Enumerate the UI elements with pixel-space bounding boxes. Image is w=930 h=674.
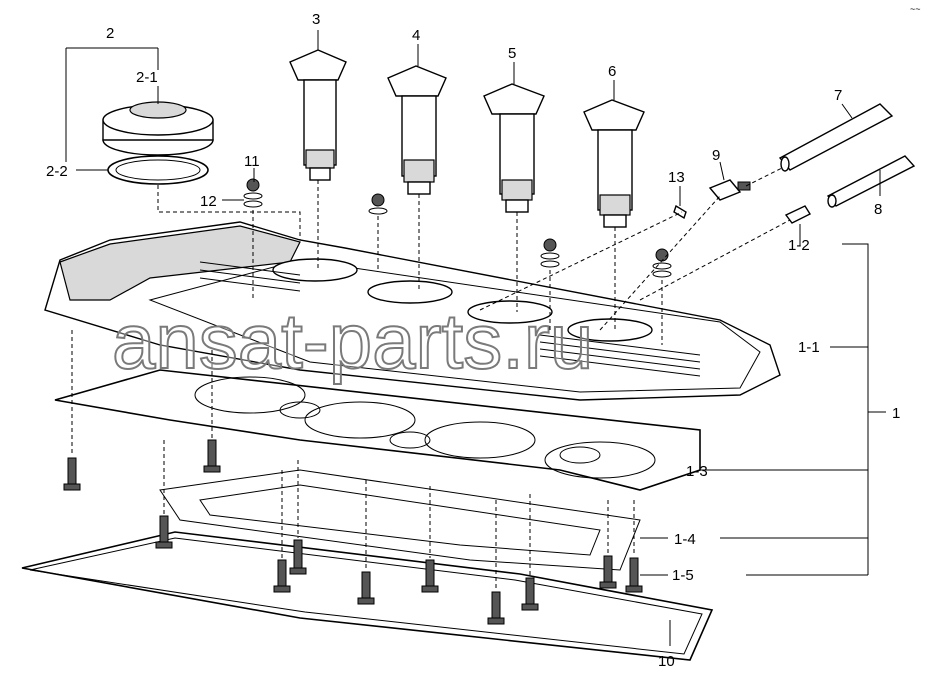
callout-8: 8 — [874, 201, 882, 218]
callout-4: 4 — [412, 27, 420, 44]
callout-1-2: 1-2 — [788, 237, 810, 254]
callout-3: 3 — [312, 11, 320, 28]
filler-cap-seal — [107, 155, 209, 185]
corner-mark: ~~ — [910, 4, 921, 14]
cover-gasket-outline — [21, 531, 714, 661]
callout-11: 11 — [244, 153, 260, 170]
callout-2-1: 2-1 — [136, 69, 158, 86]
callout-6: 6 — [608, 63, 616, 80]
callout-1-5: 1-5 — [672, 567, 694, 584]
hose-clip — [673, 204, 687, 220]
ignition-coil-5 — [483, 83, 545, 213]
assembly-lines — [71, 167, 791, 590]
callout-12: 12 — [200, 193, 217, 210]
leader-lines — [65, 30, 886, 646]
breather-hose-7 — [778, 103, 894, 172]
callout-2: 2 — [106, 25, 114, 42]
cover-bolts-top — [243, 178, 672, 278]
oil-filler-cap — [102, 101, 214, 156]
callout-5: 5 — [508, 45, 516, 62]
head-gasket-plate — [54, 369, 701, 491]
callout-13: 13 — [668, 169, 685, 186]
valve-cover — [44, 221, 781, 401]
callout-2-2: 2-2 — [46, 163, 68, 180]
pcv-valve — [708, 179, 751, 201]
callout-1-4: 1-4 — [674, 531, 696, 548]
callout-7: 7 — [834, 87, 842, 104]
callout-1-3: 1-3 — [686, 463, 708, 480]
callout-9: 9 — [712, 147, 720, 164]
callout-1: 1 — [892, 405, 900, 422]
callout-10: 10 — [658, 653, 675, 670]
baffle-plate — [159, 469, 641, 571]
ignition-coil-4 — [387, 65, 447, 195]
ignition-coil-3 — [289, 49, 347, 181]
ignition-coil-6 — [583, 99, 645, 228]
watermark: ansat-parts.ru — [112, 297, 593, 385]
callout-labels: 2 2-1 2-2 3 4 5 6 7 8 9 10 11 12 13 1-2 … — [46, 11, 900, 670]
breather-hose-8 — [826, 155, 916, 208]
callout-1-1: 1-1 — [798, 339, 820, 356]
head-bolts — [63, 439, 643, 625]
